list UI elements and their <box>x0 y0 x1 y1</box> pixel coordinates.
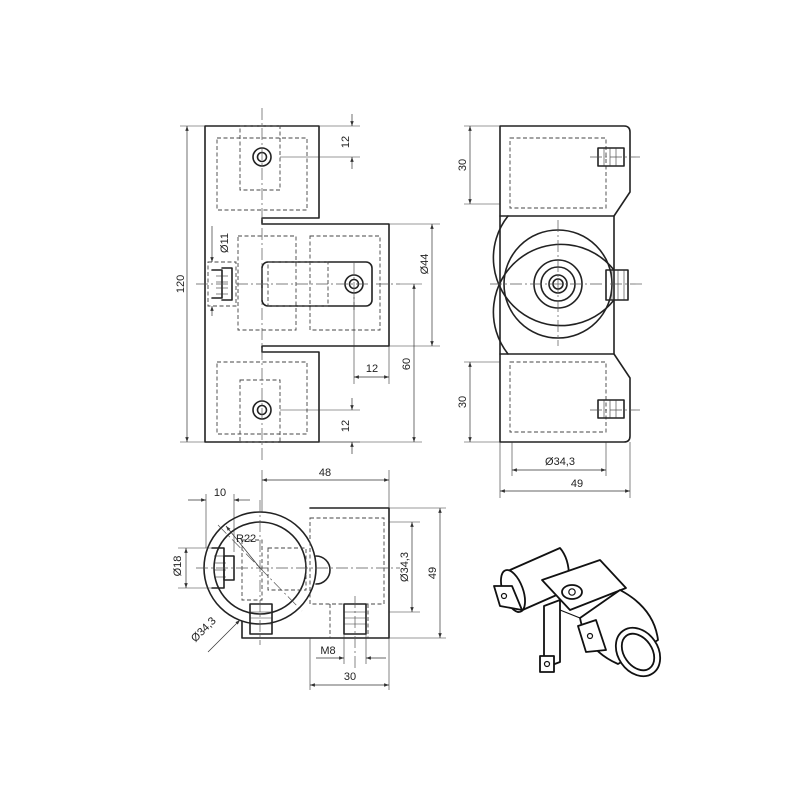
dim-center-height: 60 <box>401 358 413 370</box>
dim-front-overall-height: 49 <box>427 567 439 579</box>
dim-thread: M8 <box>320 645 335 657</box>
dim-overall-height: 120 <box>175 275 187 293</box>
set-screw-icon <box>249 603 273 635</box>
dim-thread-offset: 30 <box>344 671 356 683</box>
set-screw-icon <box>605 269 629 301</box>
dim-bottom-flange-offset: 12 <box>340 420 352 432</box>
dim-boss-diameter: Ø18 <box>172 556 184 577</box>
set-screw-icon <box>597 399 625 419</box>
top-view: 120 Ø11 12 12 12 Ø44 60 <box>175 108 440 460</box>
isometric-view <box>493 547 662 678</box>
dim-front-overall-width: 48 <box>319 467 331 479</box>
dim-hole-offset: 12 <box>366 363 378 375</box>
dim-tube-diameter-right: Ø34,3 <box>399 552 411 582</box>
front-view: 48 10 R22 Ø18 Ø34,3 Ø34,3 49 M8 <box>172 467 446 690</box>
dim-radius: R22 <box>236 533 256 545</box>
dim-upper-block: 30 <box>457 159 469 171</box>
side-view: 30 30 Ø34,3 49 <box>457 125 645 498</box>
socket-screw-icon <box>561 584 583 600</box>
dim-bore-diameter: Ø11 <box>219 233 231 253</box>
dim-top-flange-offset: 12 <box>340 136 352 148</box>
dim-lower-block: 30 <box>457 396 469 408</box>
dim-diameter-44: Ø44 <box>419 254 431 275</box>
dim-tube-diameter: Ø34,3 <box>545 456 575 468</box>
dim-side-overall-width: 49 <box>571 478 583 490</box>
dim-offset-10: 10 <box>214 487 226 499</box>
dim-tube-diameter-left: Ø34,3 <box>189 615 219 645</box>
